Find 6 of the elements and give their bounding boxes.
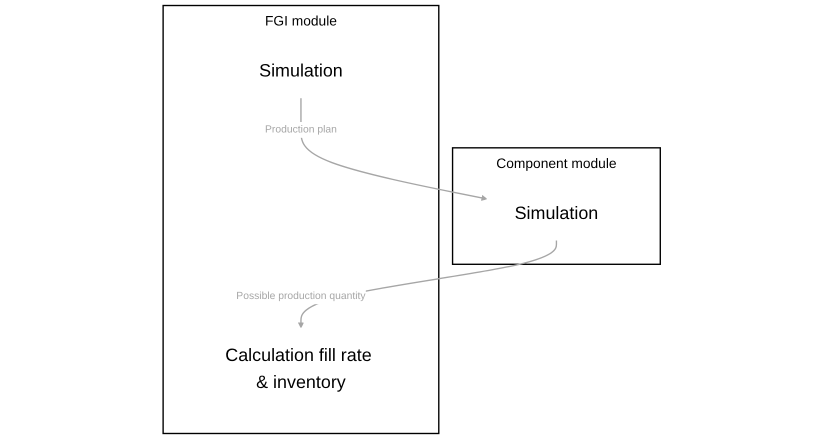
node-text: Simulation: [259, 60, 344, 81]
edge-label: Possible production quantity: [236, 290, 366, 302]
edge-label: Production plan: [265, 123, 338, 136]
node-text: Simulation: [514, 202, 599, 223]
node-text: Calculation fill rate & inventory: [226, 344, 372, 392]
arrow: [300, 98, 488, 201]
